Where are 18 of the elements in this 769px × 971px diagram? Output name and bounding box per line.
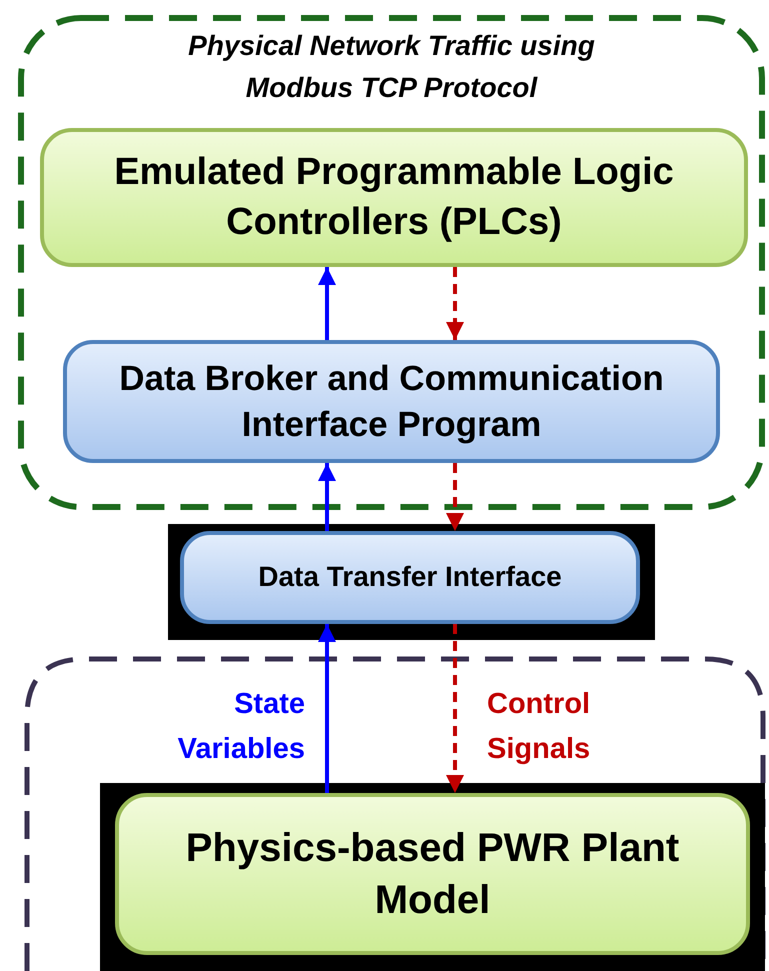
- process-box: [180, 531, 640, 624]
- process-box: [115, 793, 750, 955]
- arrow: [446, 267, 464, 340]
- arrow: [446, 624, 464, 793]
- arrow: [318, 463, 336, 531]
- edge-label: State Variables: [176, 687, 305, 767]
- arrow: [446, 463, 464, 531]
- box-label: Data Broker and Communication Interface Program: [118, 358, 665, 446]
- box-label: Data Transfer Interface: [257, 560, 563, 594]
- process-box: [40, 128, 748, 267]
- arrow: [318, 624, 336, 793]
- dashed-region: [18, 15, 765, 510]
- box-label: Emulated Programmable Logic Controllers (PLCs): [113, 150, 675, 244]
- box-label: Physics-based PWR Plant Model: [184, 825, 680, 924]
- process-box: [63, 340, 720, 463]
- region-heading: Physical Network Traffic using Modbus TCP Protocol: [187, 29, 596, 105]
- edge-label: Control Signals: [487, 687, 592, 767]
- arrow: [318, 267, 336, 340]
